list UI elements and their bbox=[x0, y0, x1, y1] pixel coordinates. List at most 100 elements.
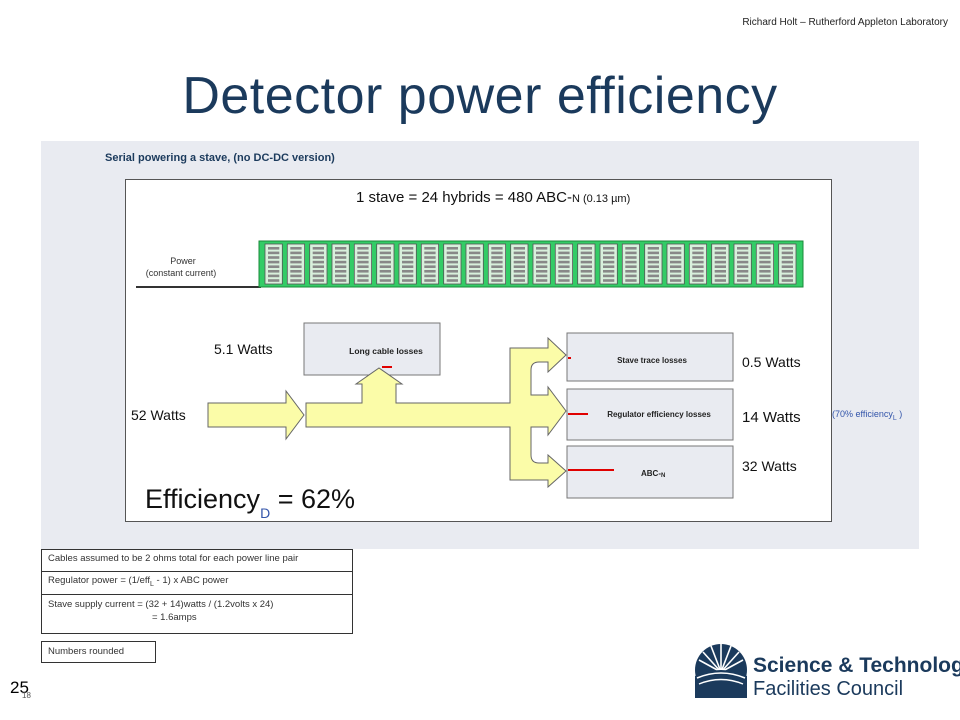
cable-loss-label: Long cable losses bbox=[349, 346, 423, 356]
abc-watts: 32 Watts bbox=[742, 458, 797, 474]
hybrid-chip bbox=[737, 256, 749, 259]
abc-box bbox=[566, 445, 734, 499]
hybrid-chip bbox=[402, 279, 414, 282]
hybrid-chip bbox=[335, 270, 347, 273]
hybrid-chip bbox=[446, 260, 458, 264]
hybrid-chip bbox=[580, 247, 592, 250]
hybrid-chip bbox=[536, 247, 548, 250]
hybrid-module bbox=[577, 243, 596, 285]
hybrid-module bbox=[778, 243, 797, 285]
hybrid-chip bbox=[446, 274, 458, 278]
hybrid-module bbox=[309, 243, 328, 285]
hybrid-chip bbox=[357, 256, 369, 259]
hybrid-chip bbox=[312, 265, 324, 268]
input-arrow bbox=[207, 389, 305, 441]
hybrid-chip bbox=[603, 270, 615, 273]
panel-title: Serial powering a stave, (no DC-DC versi… bbox=[105, 152, 335, 164]
hybrid-module bbox=[353, 243, 373, 285]
note-cables: Cables assumed to be 2 ohms total for ea… bbox=[41, 549, 353, 572]
hybrid-chip bbox=[491, 260, 503, 264]
regulator-efficiency-note: (70% efficiencyL ) bbox=[832, 409, 903, 422]
sub-page-number: 18 bbox=[22, 691, 31, 700]
hybrid-chip bbox=[759, 256, 771, 259]
power-flow-svg: 1 stave = 24 hybrids = 480 ABC-N (0.13 µ… bbox=[131, 189, 804, 521]
hybrid-chip bbox=[446, 247, 458, 250]
hybrid-module bbox=[420, 243, 439, 285]
efficiency-label: EfficiencyD = 62% bbox=[145, 484, 355, 521]
hybrid-chip bbox=[536, 260, 548, 264]
hybrid-chip bbox=[558, 256, 570, 259]
hybrid-group bbox=[264, 243, 797, 285]
hybrid-chip bbox=[491, 247, 503, 250]
logo-line-1: Science & Technology bbox=[753, 654, 960, 677]
hybrid-chip bbox=[603, 256, 615, 259]
hybrid-chip bbox=[714, 247, 726, 250]
hybrid-chip bbox=[714, 279, 726, 282]
hybrid-chip bbox=[603, 247, 615, 250]
stfc-sunburst-icon bbox=[695, 644, 747, 698]
hybrid-chip bbox=[446, 270, 458, 273]
hybrid-chip bbox=[290, 260, 302, 264]
hybrid-chip bbox=[536, 256, 548, 259]
hybrid-chip bbox=[625, 251, 637, 255]
hybrid-chip bbox=[268, 265, 280, 268]
hybrid-chip bbox=[580, 270, 592, 273]
hybrid-chip bbox=[312, 247, 324, 250]
hybrid-chip bbox=[424, 279, 436, 282]
cable-watts: 5.1 Watts bbox=[214, 341, 273, 357]
hybrid-chip bbox=[491, 279, 503, 282]
hybrid-module bbox=[711, 243, 730, 285]
hybrid-chip bbox=[379, 260, 391, 264]
hybrid-module bbox=[443, 243, 462, 285]
hybrid-chip bbox=[469, 274, 481, 278]
stave-label: 1 stave = 24 hybrids = 480 ABC-N (0.13 µ… bbox=[356, 189, 630, 206]
hybrid-chip bbox=[290, 265, 302, 268]
hybrid-chip bbox=[491, 256, 503, 259]
hybrid-chip bbox=[402, 260, 414, 264]
hybrid-chip bbox=[379, 247, 391, 250]
note-rounded: Numbers rounded bbox=[41, 641, 156, 663]
hybrid-chip bbox=[670, 251, 682, 255]
hybrid-chip bbox=[424, 274, 436, 278]
hybrid-chip bbox=[357, 247, 369, 250]
hybrid-chip bbox=[625, 270, 637, 273]
hybrid-chip bbox=[469, 279, 481, 282]
hybrid-chip bbox=[268, 260, 280, 264]
hybrid-chip bbox=[781, 279, 793, 282]
hybrid-chip bbox=[603, 265, 615, 268]
hybrid-module bbox=[264, 243, 283, 285]
hybrid-chip bbox=[625, 247, 637, 250]
hybrid-chip bbox=[268, 270, 280, 273]
hybrid-chip bbox=[670, 247, 682, 250]
hybrid-chip bbox=[424, 270, 436, 273]
hybrid-chip bbox=[491, 265, 503, 268]
hybrid-chip bbox=[379, 274, 391, 278]
hybrid-chip bbox=[714, 265, 726, 268]
hybrid-chip bbox=[402, 256, 414, 259]
hybrid-module bbox=[331, 243, 350, 285]
hybrid-chip bbox=[781, 274, 793, 278]
hybrid-chip bbox=[558, 279, 570, 282]
hybrid-chip bbox=[513, 251, 525, 255]
regulator-loss-label: Regulator efficiency losses bbox=[607, 410, 711, 419]
hybrid-chip bbox=[737, 270, 749, 273]
hybrid-chip bbox=[402, 251, 414, 255]
hybrid-chip bbox=[737, 260, 749, 264]
hybrid-chip bbox=[759, 279, 771, 282]
hybrid-chip bbox=[424, 251, 436, 255]
hybrid-chip bbox=[379, 270, 391, 273]
hybrid-chip bbox=[647, 274, 659, 278]
hybrid-chip bbox=[781, 270, 793, 273]
regulator-loss-box bbox=[566, 388, 734, 441]
hybrid-module bbox=[398, 243, 417, 285]
author-credit: Richard Holt – Rutherford Appleton Labor… bbox=[742, 17, 948, 28]
hybrid-chip bbox=[625, 256, 637, 259]
hybrid-chip bbox=[759, 274, 771, 278]
hybrid-module bbox=[465, 243, 484, 285]
hybrid-chip bbox=[580, 274, 592, 278]
hybrid-chip bbox=[290, 251, 302, 255]
hybrid-chip bbox=[312, 251, 324, 255]
hybrid-chip bbox=[491, 274, 503, 278]
hybrid-chip bbox=[759, 251, 771, 255]
hybrid-chip bbox=[558, 270, 570, 273]
